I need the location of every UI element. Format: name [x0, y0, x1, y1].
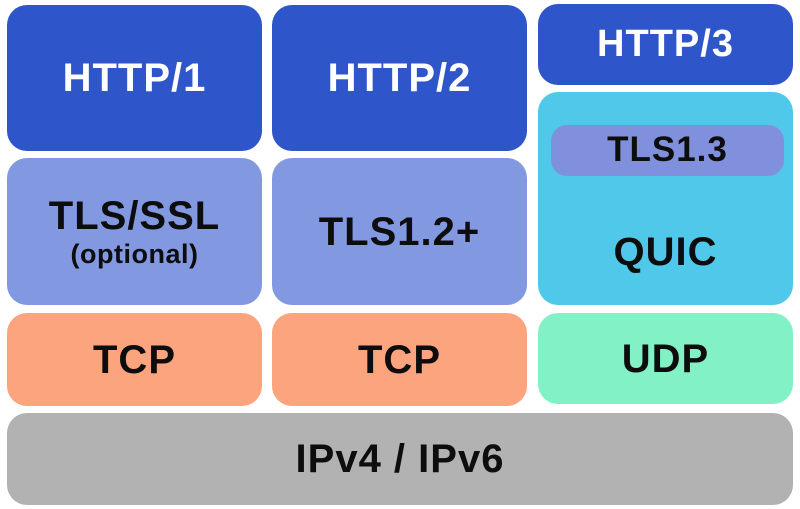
http3-label: HTTP/3 [597, 22, 734, 65]
tcp-block-http1: TCP [7, 313, 262, 406]
tcp-block-http2: TCP [272, 313, 527, 406]
http2-label: HTTP/2 [327, 56, 472, 100]
tcp-label: TCP [358, 337, 441, 382]
tls12-block: TLS1.2+ [272, 158, 527, 305]
tls13-label: TLS1.3 [607, 130, 728, 170]
tls-ssl-label: TLS/SSL [48, 193, 221, 238]
quic-label: QUIC [613, 230, 718, 274]
ip-layer-label: IPv4 / IPv6 [295, 437, 505, 481]
tls-ssl-block: TLS/SSL (optional) [7, 158, 262, 305]
ip-layer-block: IPv4 / IPv6 [7, 413, 793, 505]
quic-block: TLS1.3 QUIC [538, 92, 793, 305]
http2-block: HTTP/2 [272, 5, 527, 151]
udp-label: UDP [621, 336, 710, 381]
udp-block: UDP [538, 313, 793, 404]
tls-ssl-optional-note: (optional) [70, 238, 199, 269]
http1-block: HTTP/1 [7, 5, 262, 151]
http3-block: HTTP/3 [538, 4, 793, 85]
tcp-label: TCP [93, 337, 176, 382]
tls13-block: TLS1.3 [551, 125, 784, 176]
tls12-label: TLS1.2+ [318, 209, 481, 254]
http1-label: HTTP/1 [62, 56, 207, 100]
